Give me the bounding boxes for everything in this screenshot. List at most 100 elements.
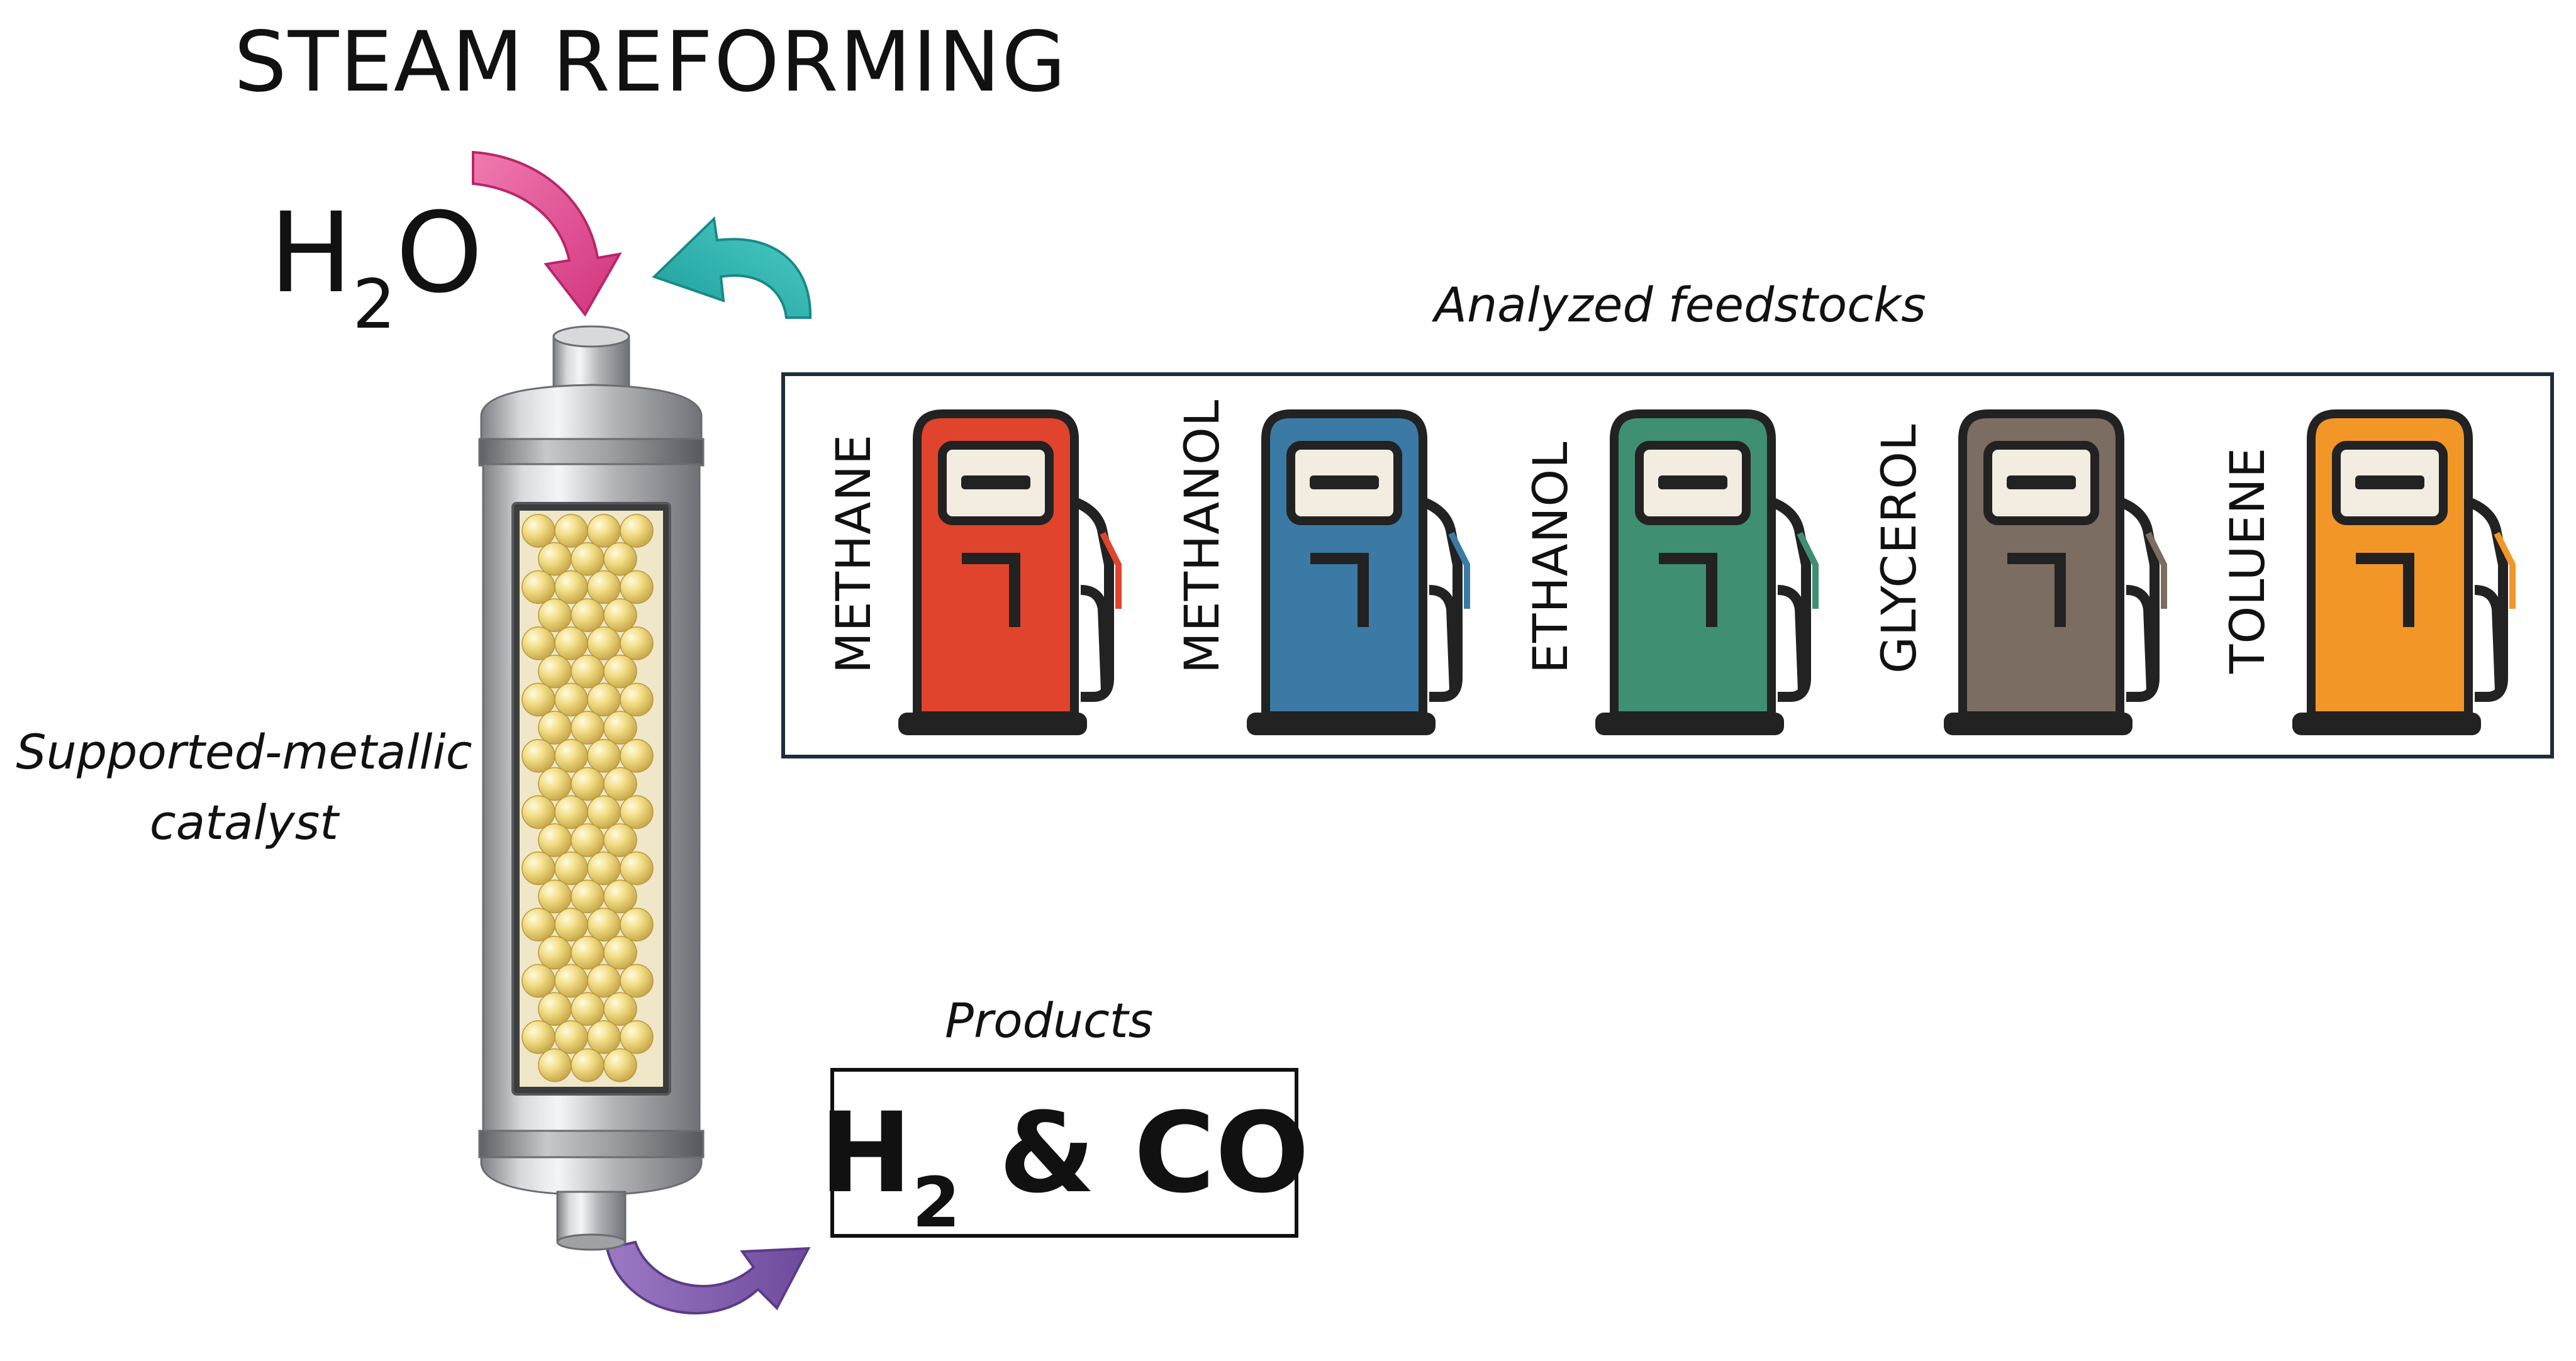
catalyst-bead — [571, 1048, 605, 1082]
catalyst-bead — [587, 908, 621, 942]
catalyst-bead — [521, 514, 555, 548]
catalyst-bead — [538, 767, 572, 801]
catalyst-bead — [538, 542, 572, 576]
catalyst-bead — [571, 992, 605, 1026]
products-subscript: 2 — [912, 1162, 961, 1243]
catalyst-bead — [554, 851, 588, 886]
feedstock-item: METHANE — [798, 376, 1150, 755]
catalyst-bead — [587, 795, 621, 829]
catalyst-bead — [521, 908, 555, 942]
catalyst-bead — [587, 514, 621, 548]
catalyst-bead — [521, 964, 555, 998]
catalyst-bead — [554, 1020, 588, 1054]
catalyst-bead — [620, 626, 654, 660]
catalyst-bead — [603, 879, 637, 914]
catalyst-bead — [554, 682, 588, 717]
catalyst-bead — [571, 598, 605, 632]
catalyst-bead — [554, 570, 588, 604]
feedstocks-panel: METHANE METHANOL ETHANOL GLYCEROL TOLUENE — [781, 372, 2554, 758]
catalyst-bead — [571, 936, 605, 970]
catalyst-label: Supported-metallic catalyst — [11, 717, 477, 858]
catalyst-bead — [603, 767, 637, 801]
catalyst-bead — [620, 908, 654, 942]
water-o: O — [396, 189, 483, 318]
catalyst-bead — [620, 739, 654, 773]
catalyst-bead — [620, 964, 654, 998]
catalyst-bead — [620, 1020, 654, 1054]
feed-inlet-arrow-icon — [652, 216, 812, 319]
water-h: H — [269, 189, 353, 318]
catalyst-bead — [620, 570, 654, 604]
feedstock-item: ETHANOL — [1495, 376, 1847, 755]
feedstock-label-wrap: METHANE — [798, 376, 881, 755]
fuel-pump-icon — [1247, 409, 1470, 735]
catalyst-bead — [554, 908, 588, 942]
feedstocks-title: Analyzed feedstocks — [1434, 277, 1926, 333]
products-title: Products — [945, 992, 1154, 1048]
catalyst-bead — [538, 936, 572, 970]
products-h: H — [819, 1088, 912, 1218]
catalyst-bead — [603, 654, 637, 689]
catalyst-bead — [571, 767, 605, 801]
catalyst-bead — [587, 682, 621, 717]
catalyst-bead — [521, 739, 555, 773]
catalyst-bead — [587, 626, 621, 660]
catalyst-bead — [538, 598, 572, 632]
fuel-pump-icon — [2292, 409, 2516, 735]
catalyst-bead — [538, 1048, 572, 1082]
catalyst-bead — [571, 823, 605, 857]
catalyst-bead — [521, 626, 555, 660]
catalyst-bead — [538, 992, 572, 1026]
catalyst-bead — [521, 682, 555, 717]
catalyst-bead — [554, 795, 588, 829]
catalyst-bead — [571, 654, 605, 689]
fuel-pump-icon — [1595, 409, 1819, 735]
catalyst-bead — [587, 570, 621, 604]
catalyst-label-line1: Supported-metallic — [16, 724, 472, 780]
products-box: H2 & CO — [820, 1068, 1309, 1243]
catalyst-bead — [587, 739, 621, 773]
catalyst-bead — [620, 514, 654, 548]
catalyst-bead — [620, 851, 654, 886]
diagram-title: STEAM REFORMING — [234, 14, 1068, 111]
water-reactant-label: H2O — [269, 189, 483, 344]
catalyst-bead — [587, 1020, 621, 1054]
catalyst-bead — [603, 936, 637, 970]
feedstock-item: METHANOL — [1146, 376, 1498, 755]
catalyst-bead — [521, 795, 555, 829]
catalyst-bead — [554, 626, 588, 660]
catalyst-bead — [603, 542, 637, 576]
reactor-column-icon — [478, 325, 705, 1251]
catalyst-bead — [587, 851, 621, 886]
catalyst-bead — [554, 739, 588, 773]
catalyst-bead — [620, 682, 654, 717]
feedstock-item: GLYCEROL — [1843, 376, 2195, 755]
catalyst-bead — [571, 711, 605, 745]
feedstock-label: METHANE — [825, 433, 881, 674]
feedstock-label: TOLUENE — [2219, 447, 2275, 674]
feedstock-label-wrap: TOLUENE — [2192, 376, 2275, 755]
products-formula: H2 & CO — [819, 1088, 1310, 1243]
feedstock-label-wrap: METHANOL — [1146, 376, 1230, 755]
catalyst-label-line2: catalyst — [149, 794, 339, 850]
catalyst-bead — [538, 654, 572, 689]
feedstock-label: ETHANOL — [1522, 441, 1578, 674]
catalyst-bead — [538, 711, 572, 745]
catalyst-bead — [603, 992, 637, 1026]
catalyst-bead — [620, 795, 654, 829]
catalyst-bead — [571, 542, 605, 576]
feedstock-label: METHANOL — [1174, 399, 1230, 674]
catalyst-bead — [538, 879, 572, 914]
catalyst-bead — [554, 964, 588, 998]
catalyst-bead — [603, 1048, 637, 1082]
catalyst-bead — [603, 711, 637, 745]
catalyst-bead — [571, 879, 605, 914]
catalyst-bead — [521, 851, 555, 886]
catalyst-bead — [521, 570, 555, 604]
water-inlet-arrow-icon — [472, 150, 622, 317]
fuel-pump-icon — [1944, 409, 2167, 735]
feedstock-label-wrap: GLYCEROL — [1843, 376, 1927, 755]
products-tail: & CO — [960, 1088, 1310, 1218]
feedstock-label-wrap: ETHANOL — [1495, 376, 1578, 755]
